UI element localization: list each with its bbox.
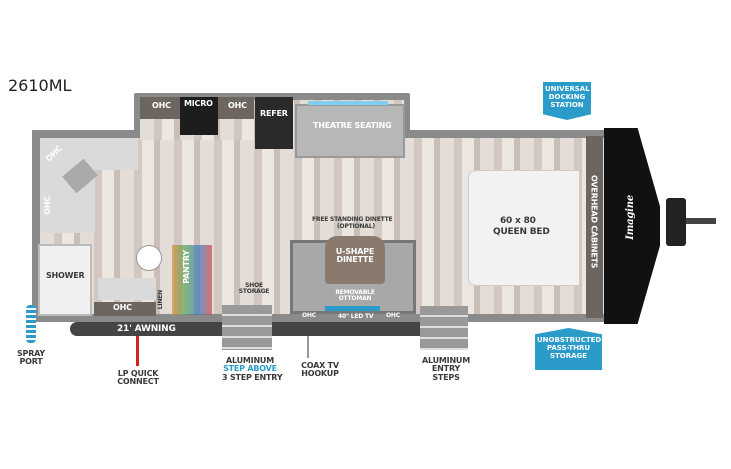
step-above-entry-steps: [222, 305, 272, 350]
corner-counter-side: [40, 138, 95, 233]
u-shape-dinette-label: U-SHAPE DINETTE: [335, 247, 375, 265]
bath-cabinet: [94, 302, 156, 316]
shower: [38, 244, 92, 316]
hitch-coupler: [686, 218, 716, 224]
hitch-jack: [666, 198, 686, 246]
queen-bed-label: QUEEN BED: [493, 227, 550, 237]
micro-label: MICRO: [184, 99, 213, 108]
spray-port-label: SPRAY PORT: [16, 349, 45, 367]
microwave: [180, 97, 218, 135]
step-line-1: ALUMINUM: [226, 356, 274, 365]
dinette-table: [325, 236, 385, 284]
step-above-label: ALUMINUM STEP ABOVE 3 STEP ENTRY: [222, 356, 283, 382]
theatre-seating: [295, 104, 405, 158]
spray-hose-icon: [26, 305, 36, 343]
ohc-label: OHC: [302, 312, 316, 319]
step-line-3: 3 STEP ENTRY: [222, 372, 283, 382]
pantry-label: PANTRY: [182, 250, 191, 284]
linen-label: LINEN: [157, 290, 164, 310]
entry-steps-label: ALUMINUM ENTRY STEPS: [422, 356, 470, 382]
pantry: [172, 245, 212, 315]
step-line-2: STEP ABOVE: [223, 364, 277, 374]
lp-quick-connect-label: LP QUICK CONNECT: [117, 369, 159, 387]
universal-docking-station-callout: UNIVERSAL DOCKING STATION: [543, 82, 591, 120]
refer-label: REFER: [260, 109, 288, 118]
model-title: 2610ML: [8, 76, 72, 95]
led-tv-label: 40" LED TV: [338, 313, 374, 320]
shoe-storage-label: SHOE STORAGE: [238, 282, 270, 296]
ohc-label: OHC: [152, 101, 171, 110]
optional-label: (OPTIONAL): [337, 223, 375, 230]
coax-label: COAX TV HOOKUP: [301, 361, 339, 379]
shower-label: SHOWER: [46, 271, 85, 280]
bed-size-label: 60 x 80: [500, 216, 536, 226]
queen-bed: [468, 170, 580, 286]
led-tv: [325, 306, 380, 311]
ohc-label: OHC: [386, 312, 400, 319]
theatre-seating-label: THEATRE SEATING: [313, 121, 392, 130]
pass-thru-storage-callout: UNOBSTRUCTED PASS-THRU STORAGE: [535, 328, 602, 370]
overhead-cabinets-label: OVERHEAD CABINETS: [589, 175, 599, 269]
toilet: [136, 245, 162, 271]
overhead-cabinets: [586, 136, 603, 318]
coax-line: [307, 336, 309, 358]
vanity: [98, 278, 156, 300]
removable-ottoman-label: REMOVABLE OTTOMAN: [335, 289, 375, 303]
awning-label: 21' AWNING: [117, 324, 176, 334]
callout-text: UNOBSTRUCTED PASS-THRU STORAGE: [537, 336, 602, 361]
free-standing-dinette-label: FREE STANDING DINETTE: [312, 216, 393, 223]
aluminum-entry-steps: [420, 306, 468, 350]
ohc-label: OHC: [113, 303, 132, 312]
led-strip: [308, 101, 388, 105]
ohc-label: OHC: [228, 101, 247, 110]
lp-line: [136, 336, 139, 366]
imagine-logo: Imagine: [625, 195, 636, 240]
refrigerator: [255, 97, 293, 149]
ohc-label: OHC: [43, 196, 52, 215]
callout-text: UNIVERSAL DOCKING STATION: [545, 85, 590, 110]
